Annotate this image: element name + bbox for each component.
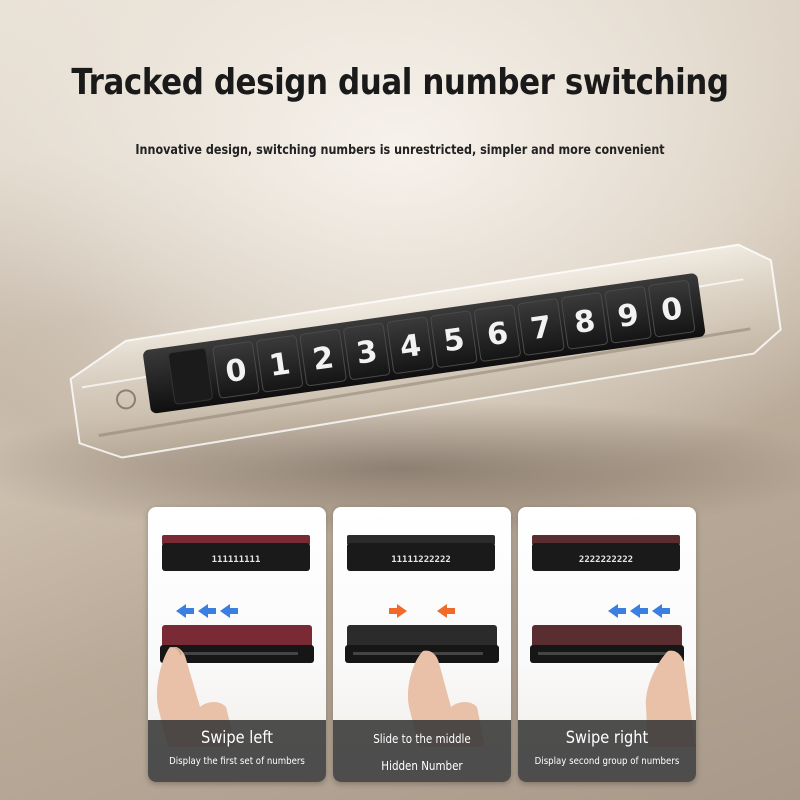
display-preview-second-set: 2222222222 — [532, 535, 680, 571]
digit-tile — [430, 310, 478, 368]
digit-label: 3 — [354, 334, 380, 372]
caption-subtitle: Display the first set of numbers — [169, 756, 305, 767]
card-swipe-left: 111111111 Swipe left Display the first s… — [148, 507, 326, 782]
digit-tile — [648, 280, 696, 338]
card-slide-middle: 11111222222 Slide to the middle Hidden N… — [333, 507, 511, 782]
display-preview-first-set: 111111111 — [162, 535, 310, 571]
svg-text:11111222222: 11111222222 — [391, 555, 451, 565]
device-side-view — [530, 625, 684, 663]
page-title: Tracked design dual number switching — [71, 62, 729, 103]
digit-label: 9 — [616, 297, 642, 335]
digit-tile — [473, 304, 521, 362]
caption-subtitle: Hidden Number — [381, 759, 463, 773]
page-subtitle: Innovative design, switching numbers is … — [135, 143, 665, 158]
svg-text:2222222222: 2222222222 — [579, 555, 633, 565]
digit-label: 5 — [441, 322, 467, 360]
digit-tile — [517, 298, 565, 356]
display-preview-hidden: 11111222222 — [347, 535, 495, 571]
digit-tile — [604, 286, 652, 344]
usage-cards: 111111111 Swipe left Display the first s… — [148, 507, 696, 782]
digit-label: 6 — [485, 316, 511, 354]
caption: Swipe right Display second group of numb… — [518, 720, 696, 782]
digit-tile — [256, 335, 303, 393]
caption: Slide to the middle Hidden Number — [333, 720, 511, 782]
digit-label: 7 — [528, 310, 554, 348]
caption-title: Swipe right — [565, 728, 649, 748]
arrow-right-icon — [608, 604, 670, 618]
card-swipe-right: 2222222222 Swipe right Display second gr… — [518, 507, 696, 782]
caption-title: Swipe left — [201, 728, 273, 748]
digit-label: 0 — [659, 291, 685, 329]
caption: Swipe left Display the first set of numb… — [148, 720, 326, 782]
caption-title: Slide to the middle — [373, 732, 471, 746]
digit-tile — [386, 316, 434, 374]
digit-label: 0 — [223, 353, 249, 391]
svg-text:111111111: 111111111 — [212, 555, 261, 565]
arrow-left-icon — [176, 604, 238, 618]
digit-tile — [212, 341, 260, 399]
arrow-inward-icon — [389, 604, 455, 618]
digit-label: 4 — [398, 328, 424, 366]
caption-subtitle: Display second group of numbers — [534, 756, 680, 767]
digit-tile — [561, 292, 608, 350]
digit-tile — [299, 329, 347, 387]
slider-knob — [116, 389, 137, 410]
digit-tile — [343, 322, 391, 380]
digit-label: 8 — [572, 304, 598, 342]
digit-label: 2 — [311, 340, 337, 378]
digit-label: 1 — [267, 346, 293, 384]
device-side-view — [160, 625, 314, 663]
